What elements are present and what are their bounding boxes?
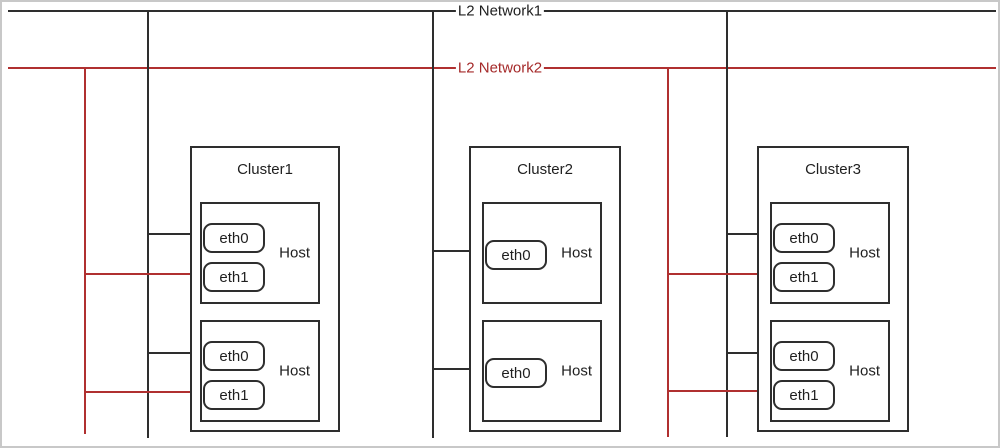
cluster2-host1-box: eth0 Host <box>482 202 602 304</box>
cluster1-host1-label: Host <box>279 244 310 262</box>
cluster1-host2-label: Host <box>279 362 310 380</box>
cluster1-host2-box: eth0 eth1 Host <box>200 320 320 422</box>
cluster3-host1-label: Host <box>849 244 880 262</box>
net2-drop-cluster1 <box>84 67 86 434</box>
cluster2-host2-label: Host <box>561 362 592 380</box>
cluster2-host1-eth0-link <box>432 250 485 252</box>
cluster3-host1-eth0-port: eth0 <box>773 223 835 253</box>
cluster3-box: Cluster3 eth0 eth1 Host eth0 eth1 Host <box>757 146 909 432</box>
cluster1-title: Cluster1 <box>237 161 293 178</box>
net1-drop-cluster2 <box>432 10 434 438</box>
cluster3-host2-eth0-link <box>726 352 773 354</box>
cluster1-box: Cluster1 eth0 eth1 Host eth0 eth1 Host <box>190 146 340 432</box>
cluster1-host1-box: eth0 eth1 Host <box>200 202 320 304</box>
cluster2-title: Cluster2 <box>517 161 573 178</box>
cluster3-title: Cluster3 <box>805 161 861 178</box>
cluster1-host1-eth0-link <box>147 233 202 235</box>
cluster2-host1-eth0-port: eth0 <box>485 240 547 270</box>
cluster1-host2-eth1-link <box>84 391 202 393</box>
cluster2-host2-eth0-port: eth0 <box>485 358 547 388</box>
cluster1-host2-eth1-port: eth1 <box>203 380 265 410</box>
cluster3-host1-box: eth0 eth1 Host <box>770 202 890 304</box>
cluster3-host1-eth0-link <box>726 233 773 235</box>
cluster1-host1-eth1-link <box>84 273 202 275</box>
l2-network2-label: L2 Network2 <box>455 59 545 77</box>
cluster2-host1-label: Host <box>561 244 592 262</box>
net2-drop-cluster3 <box>667 67 669 437</box>
cluster3-host1-eth1-port: eth1 <box>773 262 835 292</box>
cluster1-host1-eth1-port: eth1 <box>203 262 265 292</box>
cluster3-host2-eth1-link <box>667 390 773 392</box>
cluster2-host2-box: eth0 Host <box>482 320 602 422</box>
cluster1-host1-eth0-port: eth0 <box>203 223 265 253</box>
cluster2-host2-eth0-link <box>432 368 485 370</box>
cluster3-host1-eth1-link <box>667 273 773 275</box>
cluster3-host2-label: Host <box>849 362 880 380</box>
net1-drop-cluster1 <box>147 10 149 438</box>
net1-drop-cluster3 <box>726 10 728 437</box>
cluster1-host2-eth0-link <box>147 352 202 354</box>
l2-network1-label: L2 Network1 <box>455 2 545 20</box>
cluster3-host2-box: eth0 eth1 Host <box>770 320 890 422</box>
cluster1-host2-eth0-port: eth0 <box>203 341 265 371</box>
cluster3-host2-eth1-port: eth1 <box>773 380 835 410</box>
cluster3-host2-eth0-port: eth0 <box>773 341 835 371</box>
cluster2-box: Cluster2 eth0 Host eth0 Host <box>469 146 621 432</box>
